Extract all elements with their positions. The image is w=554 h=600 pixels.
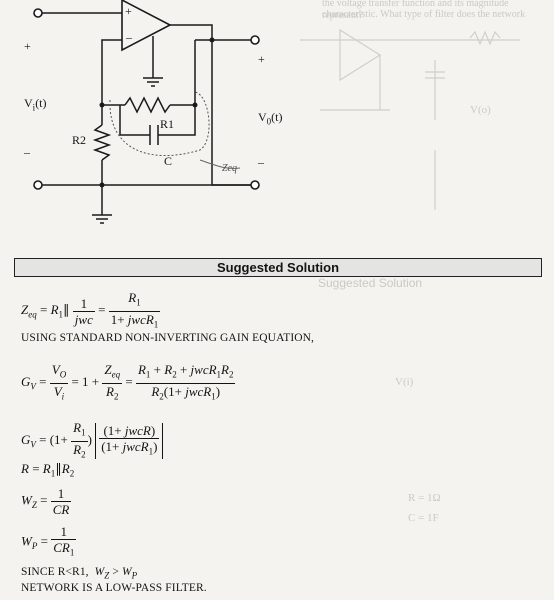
ghost-c: C = 1F xyxy=(408,512,439,524)
ghost-top-line: the voltage transfer function and its ma… xyxy=(322,0,526,20)
vo-label: V0(t) xyxy=(258,110,283,127)
text-since-r-less-r1: SINCE R<R1, WZ > WP xyxy=(21,566,138,581)
zeq-handwritten-note: Zeq xyxy=(222,163,237,174)
r1-label: R1 xyxy=(160,117,175,131)
text-low-pass-filter: NETWORK IS A LOW-PASS FILTER. xyxy=(21,582,207,594)
left-plus-label: + xyxy=(24,39,31,53)
equation-r-parallel: R = R1∥R2 xyxy=(21,461,75,479)
suggested-solution-heading: Suggested Solution xyxy=(14,258,542,277)
opamp-plus-label: + xyxy=(125,4,132,18)
right-plus-label: + xyxy=(258,52,265,66)
ghost-vi: V(i) xyxy=(395,376,414,388)
circuit-diagram xyxy=(33,0,520,224)
text-using-noninverting: USING STANDARD NON-INVERTING GAIN EQUATI… xyxy=(21,332,315,344)
ghost-heading: Suggested Solution xyxy=(318,276,423,290)
left-minus-label: – xyxy=(24,145,30,159)
ghost-vo: V(o) xyxy=(470,104,491,116)
ghost-r: R = 1Ω xyxy=(408,492,441,504)
r2-label: R2 xyxy=(72,133,87,147)
ghost-top-line2: represent? xyxy=(322,10,364,21)
right-minus-label: – xyxy=(258,155,264,169)
vi-label: Vi(t) xyxy=(24,96,47,113)
opamp-minus-label: – xyxy=(126,30,132,44)
c-label: C xyxy=(164,154,173,168)
